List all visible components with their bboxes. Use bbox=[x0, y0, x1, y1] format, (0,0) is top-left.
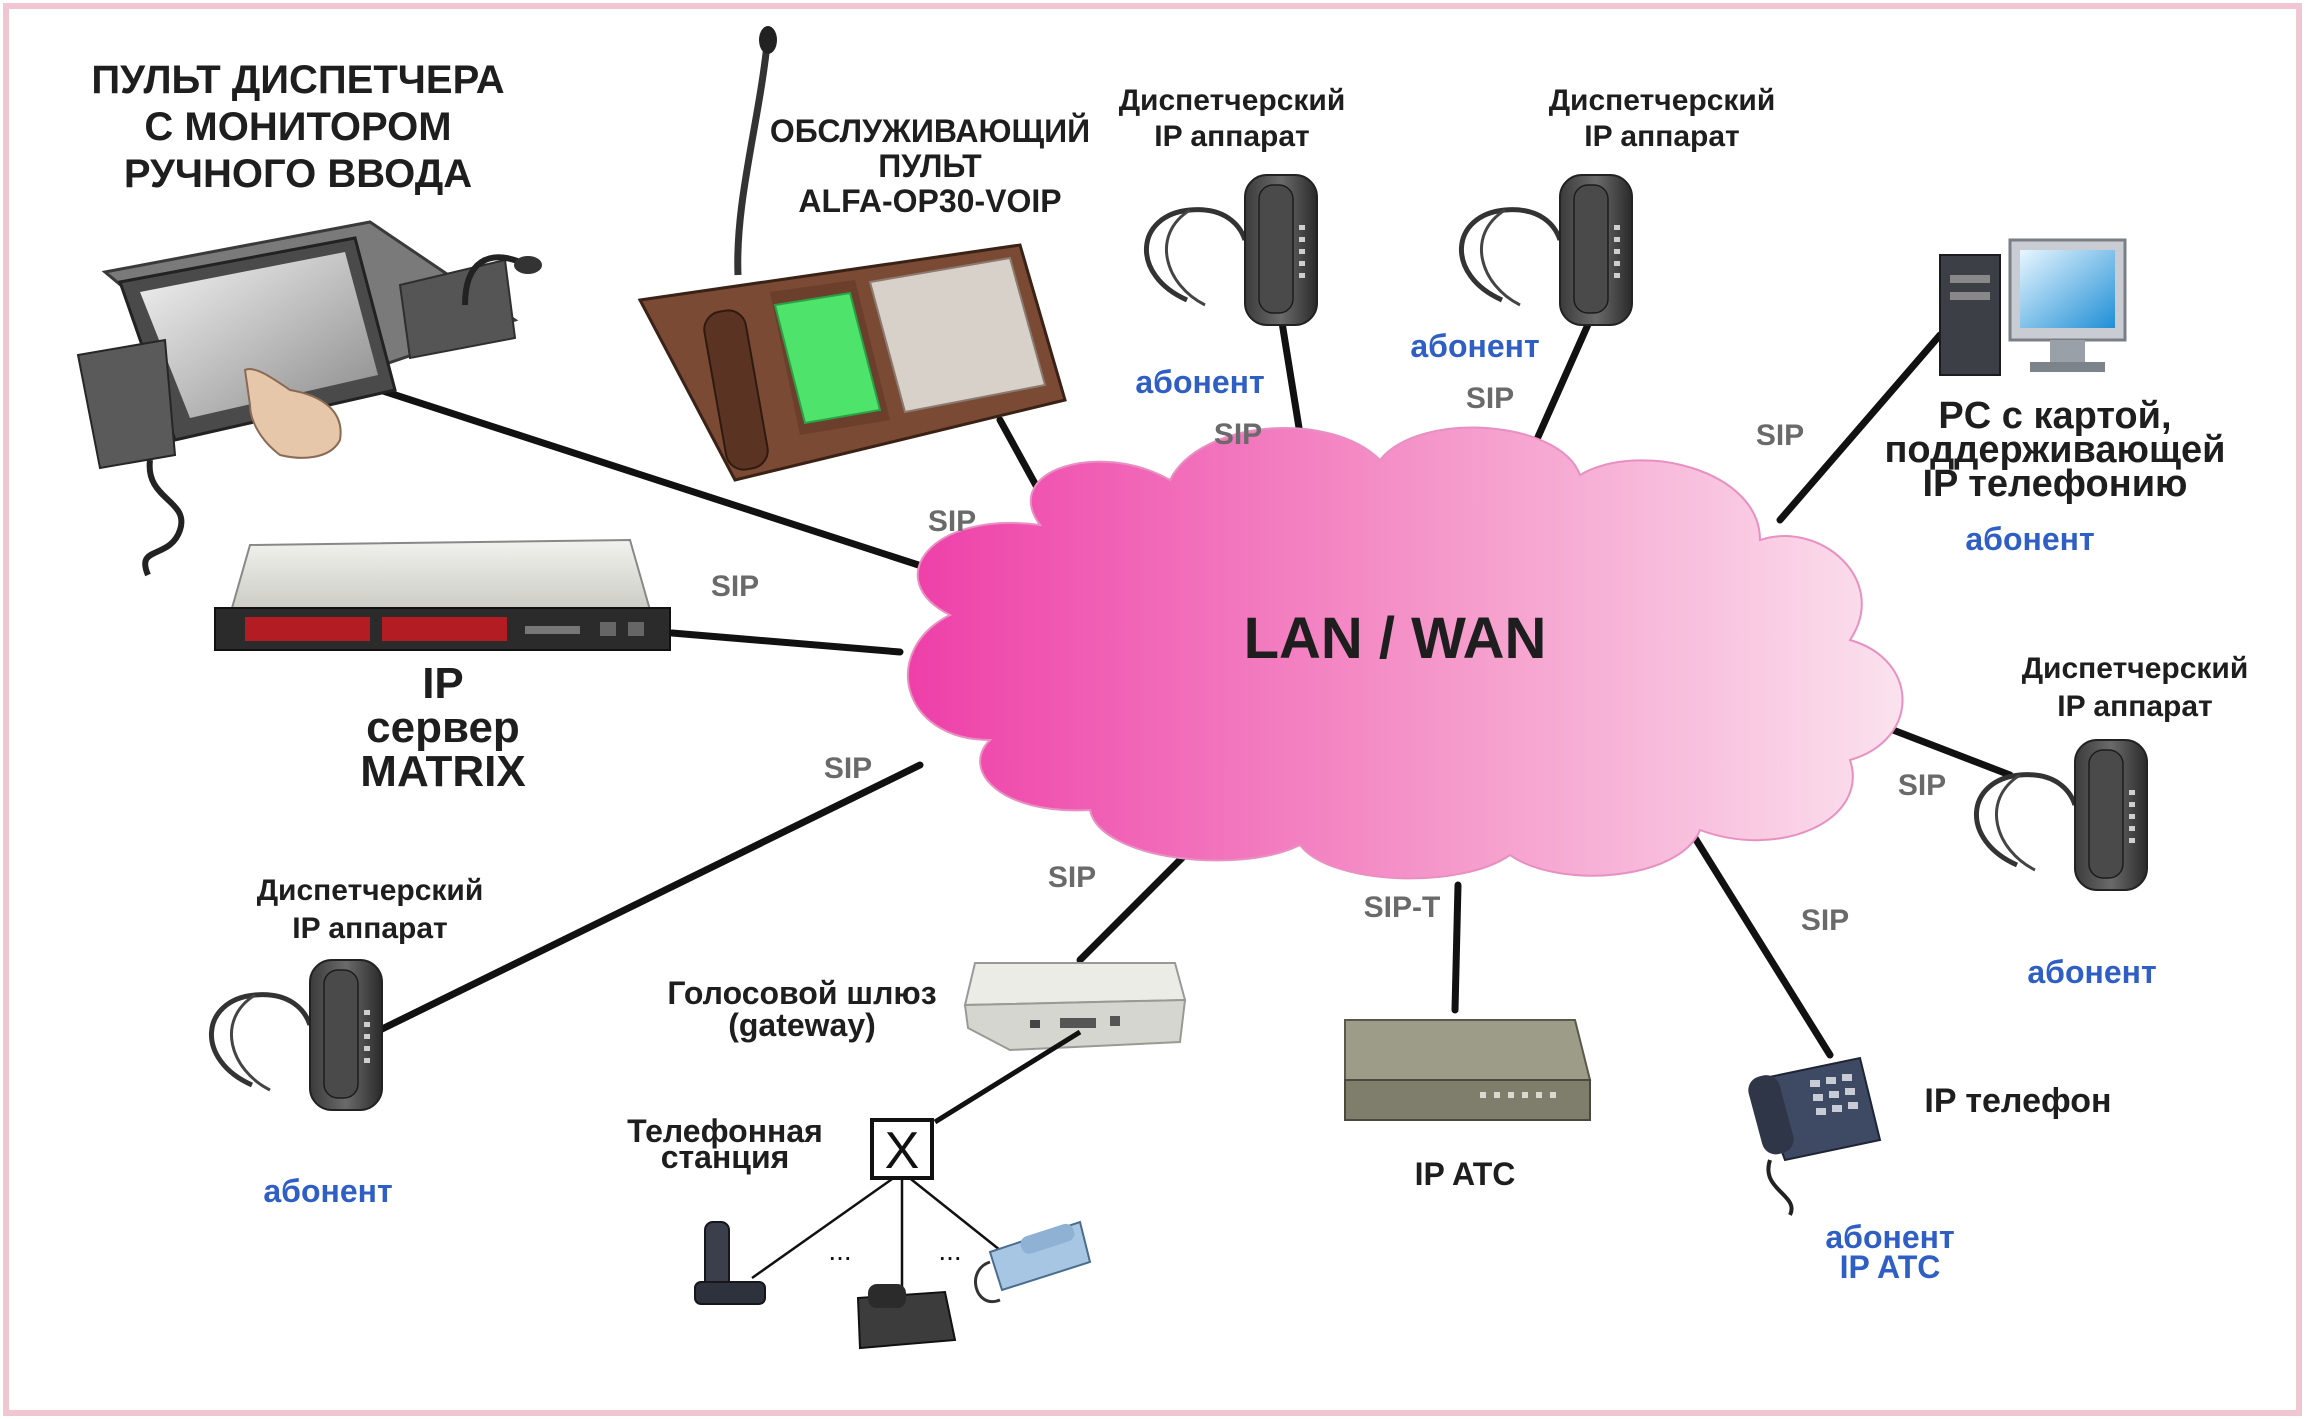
desk-panel-icon bbox=[637, 26, 1067, 482]
link-dispatcher-console bbox=[376, 386, 984, 589]
ip-desk-phone-title: IP телефон bbox=[1924, 1082, 2111, 1120]
lan-wan-cloud: LAN / WAN bbox=[906, 426, 1904, 880]
gateway-icon bbox=[963, 962, 1187, 1052]
server-title-1: IP bbox=[422, 659, 464, 708]
ip-phone-right-title-1: Диспетчерский bbox=[2022, 652, 2249, 685]
telephone-exchange: Телефонная станция X ... ... bbox=[627, 1029, 1092, 1350]
service-panel-title-1: ОБСЛУЖИВАЮЩИЙ bbox=[770, 113, 1090, 149]
ip-phone-top2-title-2: IP аппарат bbox=[1584, 120, 1739, 153]
cloud-label: LAN / WAN bbox=[1244, 606, 1547, 671]
service-panel: ОБСЛУЖИВАЮЩИЙ ПУЛЬТ ALFA-OP30-VOIP bbox=[637, 26, 1090, 482]
pbx-box-icon bbox=[1344, 1019, 1592, 1121]
rack-server-icon bbox=[214, 538, 671, 651]
ip-phone-right-role: абонент bbox=[2027, 954, 2156, 990]
voice-gateway: Голосовой шлюз (gateway) bbox=[667, 962, 1187, 1052]
ip-phone-icon bbox=[211, 960, 382, 1110]
ip-desk-phone: IP телефон абонент IP ATC bbox=[1748, 1056, 2112, 1285]
cordless-phone-icon bbox=[694, 1221, 766, 1305]
pc-title-1: PC с картой, bbox=[1938, 395, 2171, 437]
dispatcher-console-title-1: ПУЛЬТ ДИСПЕТЧЕРА bbox=[91, 58, 504, 102]
ip-pbx-title: IP ATC bbox=[1415, 1156, 1516, 1192]
link-ip-pbx bbox=[1451, 881, 1462, 1014]
dispatcher-console-title-3: РУЧНОГО ВВОДА bbox=[124, 152, 472, 196]
sip-label-dispatcher: SIP bbox=[928, 505, 976, 538]
link-server bbox=[668, 629, 904, 656]
ip-phone-icon bbox=[1976, 740, 2147, 890]
server-title-3: MATRIX bbox=[360, 747, 525, 796]
ip-phone-left-title-2: IP аппарат bbox=[292, 912, 447, 945]
touch-console-icon bbox=[76, 220, 542, 577]
sip-label-ip-phone-top1: SIP bbox=[1214, 418, 1262, 451]
diagram-border bbox=[3, 3, 2302, 1416]
sip-label-ip-phone-left: SIP bbox=[824, 752, 872, 785]
switch-symbol: X bbox=[885, 1122, 920, 1180]
ip-phone-top1: Диспетчерский IP аппарат абонент bbox=[1119, 84, 1346, 400]
ip-phone-left-role: абонент bbox=[263, 1173, 392, 1209]
ip-phone-top2-title-1: Диспетчерский bbox=[1549, 84, 1776, 117]
protocol-labels: SIP SIP SIP SIP SIP SIP SIP SIP-T SIP SI… bbox=[711, 382, 1946, 937]
link-ip-phone-right bbox=[1876, 721, 2014, 779]
ip-phone-right: Диспетчерский IP аппарат абонент bbox=[1976, 652, 2248, 990]
sip-label-ip-phone-right: SIP bbox=[1898, 769, 1946, 802]
gateway-title-1: Голосовой шлюз bbox=[667, 975, 936, 1011]
office-phone-icon bbox=[856, 1284, 957, 1350]
sip-label-pc: SIP bbox=[1756, 419, 1804, 452]
gateway-title-2: (gateway) bbox=[728, 1007, 876, 1043]
ip-server-matrix: IP сервер MATRIX bbox=[214, 538, 671, 796]
dispatcher-console-title-2: С МОНИТОРОМ bbox=[144, 105, 451, 149]
link-ip-phone-desk bbox=[1686, 826, 1834, 1059]
link-pc bbox=[1776, 331, 1944, 524]
ip-phone-left-title-1: Диспетчерский bbox=[257, 874, 484, 907]
ip-desk-phone-role-1: абонент bbox=[1825, 1219, 1954, 1255]
link-ip-phone-left bbox=[376, 761, 924, 1034]
ip-desk-phone-role-2: IP ATC bbox=[1840, 1249, 1941, 1285]
sip-label-ip-phone-top2: SIP bbox=[1466, 382, 1514, 415]
ip-phone-icon bbox=[1461, 175, 1632, 325]
ip-phone-top1-role: абонент bbox=[1135, 364, 1264, 400]
ip-phone-top1-title-2: IP аппарат bbox=[1154, 120, 1309, 153]
ellipsis-left: ... bbox=[828, 1235, 851, 1266]
service-panel-title-3: ALFA-OP30-VOIP bbox=[798, 183, 1061, 219]
sip-label-ip-phone-desk: SIP bbox=[1801, 904, 1849, 937]
sip-label-gateway: SIP bbox=[1048, 861, 1096, 894]
ellipsis-right: ... bbox=[938, 1235, 961, 1266]
pc-role: абонент bbox=[1965, 521, 2094, 557]
link-exchange-gateway bbox=[933, 1029, 1082, 1125]
switch-icon: X bbox=[870, 1118, 934, 1180]
server-title-2: сервер bbox=[366, 703, 520, 752]
ip-phone-top2: Диспетчерский IP аппарат абонент bbox=[1410, 84, 1775, 364]
pc-title-2: поддерживающей bbox=[1884, 429, 2225, 471]
exchange-subscriber-lines bbox=[751, 1170, 1016, 1298]
ip-phone-top2-role: абонент bbox=[1410, 328, 1539, 364]
service-panel-title-2: ПУЛЬТ bbox=[878, 148, 982, 184]
ip-pbx: IP ATC bbox=[1344, 1019, 1592, 1192]
ip-phone-top1-title-1: Диспетчерский bbox=[1119, 84, 1346, 117]
ip-phone-right-title-2: IP аппарат bbox=[2057, 690, 2212, 723]
retro-phone-icon bbox=[974, 1220, 1092, 1304]
desk-phone-icon bbox=[1748, 1056, 1882, 1216]
sip-label-server: SIP bbox=[711, 570, 759, 603]
sip-label-ip-pbx: SIP-T bbox=[1364, 891, 1441, 924]
dispatcher-console: ПУЛЬТ ДИСПЕТЧЕРА С МОНИТОРОМ РУЧНОГО ВВО… bbox=[76, 58, 542, 577]
ip-phone-icon bbox=[1146, 175, 1317, 325]
pc-node: PC с картой, поддерживающей IP телефонию… bbox=[1884, 238, 2226, 557]
exchange-title-2: станция bbox=[661, 1139, 790, 1175]
link-gateway bbox=[1076, 851, 1189, 964]
exchange-title-1: Телефонная bbox=[627, 1113, 823, 1149]
computer-icon bbox=[1939, 238, 2127, 376]
pc-title-3: IP телефонию bbox=[1922, 463, 2187, 505]
ip-phone-left: Диспетчерский IP аппарат абонент bbox=[211, 874, 483, 1209]
link-ip-phone-top2 bbox=[1526, 316, 1594, 459]
